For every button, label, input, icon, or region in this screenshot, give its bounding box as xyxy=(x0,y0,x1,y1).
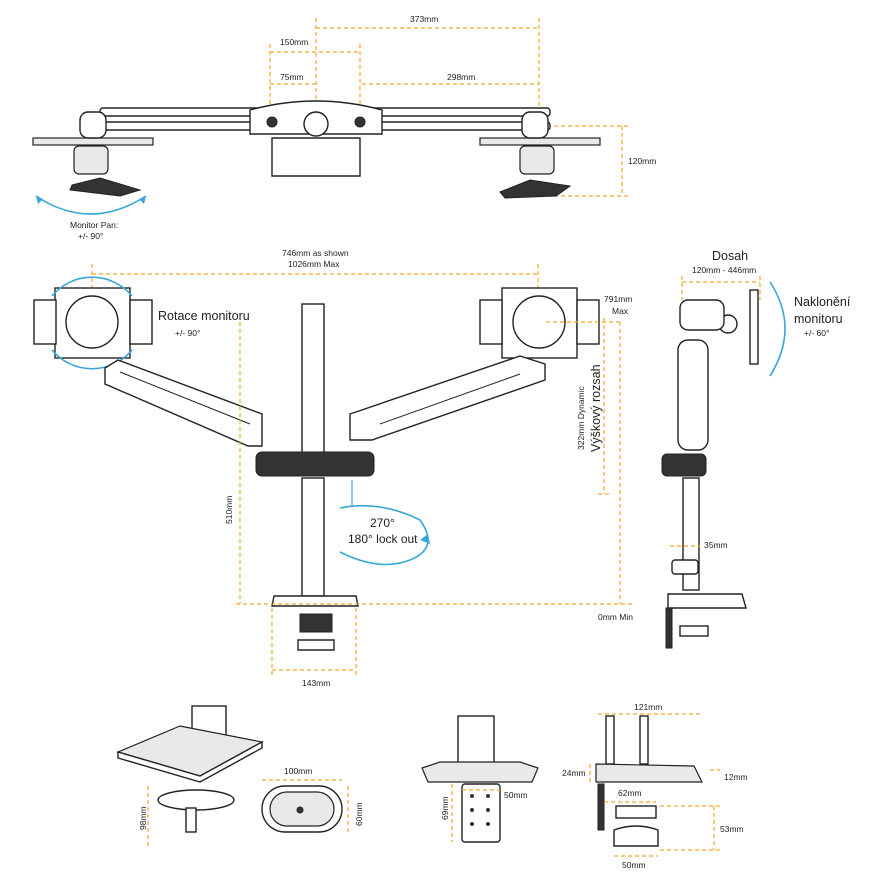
dim-120-label: 120mm xyxy=(628,156,656,166)
clamp-side-screw xyxy=(615,805,657,819)
left-arm-line xyxy=(119,371,251,425)
top-knob-right xyxy=(354,116,366,128)
side-clamp-jaw xyxy=(665,607,673,649)
dim-62-label: 62mm xyxy=(618,788,642,798)
clamp-side-jaw xyxy=(597,783,605,831)
clamp-front-pole xyxy=(457,715,495,765)
dim-50-label: 50mm xyxy=(504,790,528,800)
dim-100-label: 100mm xyxy=(284,766,312,776)
pan-label-2: +/- 90° xyxy=(78,231,103,241)
width-label-1: 746mm as shown xyxy=(282,248,349,258)
dim-69-label: 69mm xyxy=(440,796,450,820)
side-view: Dosah 120mm - 446mm Naklonění monitoru +… xyxy=(661,249,851,649)
rotation-value: +/- 90° xyxy=(175,328,200,338)
right-vesa-wing-l xyxy=(479,299,503,345)
left-vesa-wing-l xyxy=(33,299,57,345)
side-pole-clip xyxy=(671,559,699,575)
clamp-front-base xyxy=(421,761,539,783)
detail-clamp-front: 69mm 50mm xyxy=(421,715,539,843)
tilt-value: +/- 60° xyxy=(804,328,829,338)
pan-arrow-icon xyxy=(35,195,147,215)
top-knob-left xyxy=(266,116,278,128)
dim-60-label: 60mm xyxy=(354,802,364,826)
lock-label-1: 270° xyxy=(370,516,395,530)
clamp-side-pole-a xyxy=(605,715,615,765)
grommet-ring xyxy=(157,789,235,811)
detail-clamp-side: 121mm 24mm 12mm 62mm 53mm 50mm xyxy=(562,702,748,870)
top-left-foot xyxy=(69,177,142,197)
top-right-joint xyxy=(521,111,549,139)
right-arm xyxy=(349,355,546,441)
rotation-label: Rotace monitoru xyxy=(158,309,250,323)
left-arm xyxy=(104,359,263,447)
side-collar xyxy=(661,453,707,477)
tilt-label-1: Naklonění xyxy=(794,295,851,309)
dynamic-label-2: Výškový rozsah xyxy=(589,364,603,452)
dim-knob-label: 50mm xyxy=(622,860,646,870)
lower-pole xyxy=(301,477,325,597)
clamp-side-knob xyxy=(613,825,659,847)
pan-arrowheads-icon xyxy=(36,196,146,204)
top-left-head xyxy=(73,145,109,175)
rotation-arrow-bottom-icon xyxy=(51,349,133,370)
dim-150-label: 150mm xyxy=(280,37,308,47)
right-arm-line xyxy=(379,373,521,425)
top-left-joint xyxy=(79,111,107,139)
top-left-vesa xyxy=(32,137,154,146)
clamp-side-pole-b xyxy=(639,715,649,765)
upper-pole xyxy=(301,303,325,455)
h791-label-1: 791mm xyxy=(604,294,632,304)
width-label-2: 1026mm Max xyxy=(288,259,340,269)
dim-510-label: 510mm xyxy=(224,496,234,524)
dynamic-label-1: 322mm Dynamic xyxy=(576,385,586,450)
grommet-plate xyxy=(116,725,264,777)
pole-dim-label: 35mm xyxy=(704,540,728,550)
top-pole-circle xyxy=(303,111,329,137)
h791-label-2: Max xyxy=(612,306,629,316)
pole-collar xyxy=(255,451,375,477)
top-view: 373mm 150mm 75mm 298mm 120mm Monitor Pan… xyxy=(32,14,656,241)
dim-373-label: 373mm xyxy=(410,14,438,24)
side-base xyxy=(667,593,747,609)
side-vesa xyxy=(749,289,759,365)
dim-12-label: 12mm xyxy=(724,772,748,782)
top-right-head xyxy=(519,145,555,175)
front-view: 746mm as shown 1026mm Max Rotace monitor… xyxy=(33,248,634,688)
tilt-label-2: monitoru xyxy=(794,312,843,326)
grommet-plate-edge xyxy=(117,740,263,783)
detail-grommet: 98mm 100mm 60mm xyxy=(116,705,364,848)
side-arm-top xyxy=(679,299,725,331)
top-right-foot xyxy=(499,179,572,199)
side-arm-body xyxy=(677,339,709,451)
tilt-arrow-icon xyxy=(769,281,786,377)
clamp-front-block xyxy=(461,783,501,843)
side-clamp-knob xyxy=(679,625,709,637)
clamp-side-base xyxy=(595,763,703,783)
clamp-front-holes xyxy=(470,794,490,826)
dim-53-label: 53mm xyxy=(720,824,744,834)
clamp-block xyxy=(299,613,333,633)
top-right-vesa xyxy=(479,137,601,146)
lock-label-2: 180° lock out xyxy=(348,532,418,546)
top-base-plate xyxy=(271,137,361,177)
left-vesa-circle xyxy=(65,295,119,349)
dim-98-label: 98mm xyxy=(138,806,148,830)
left-vesa-wing-r xyxy=(129,299,153,345)
rotation-arrow-top-icon xyxy=(51,276,133,297)
reach-range: 120mm - 446mm xyxy=(692,265,756,275)
grommet-bolt xyxy=(185,807,197,833)
dim-121-label: 121mm xyxy=(634,702,662,712)
dim-24-label: 24mm xyxy=(562,768,586,778)
reach-title: Dosah xyxy=(712,249,748,263)
zero-min-label: 0mm Min xyxy=(598,612,633,622)
dim-298-label: 298mm xyxy=(447,72,475,82)
base-width-label: 143mm xyxy=(302,678,330,688)
lock-arrowhead-icon xyxy=(420,534,430,544)
grommet-oval-hole xyxy=(296,806,304,814)
clamp-knob xyxy=(297,639,335,651)
right-vesa-circle xyxy=(512,295,566,349)
dim-75-label: 75mm xyxy=(280,72,304,82)
pan-label-1: Monitor Pan: xyxy=(70,220,118,230)
